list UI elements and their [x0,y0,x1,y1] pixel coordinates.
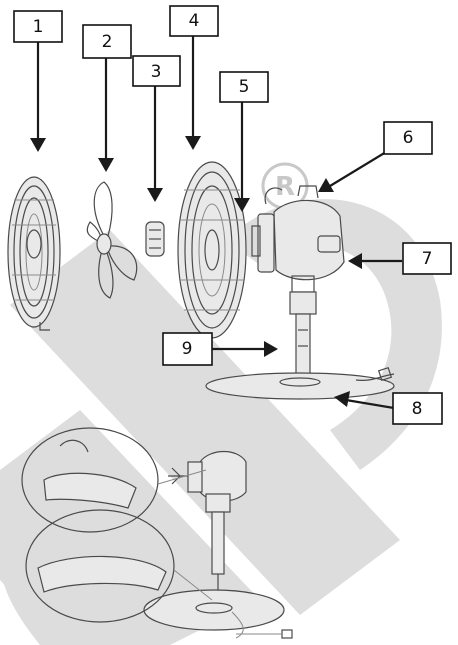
part-label-7: 7 [402,242,452,275]
part-label-5: 5 [219,71,269,103]
registered-mark-letter: R [275,172,295,202]
detail-circle-bottom [25,509,213,623]
part-number-6: 6 [403,128,414,148]
arrow-8 [345,398,395,410]
part-label-4: 4 [169,5,219,37]
watermark-arc [225,199,442,470]
part-label-1: 1 [13,10,63,43]
motor-housing-drawing [251,185,345,293]
assembled-fan-drawing [143,450,293,639]
detail-circle-top [21,427,207,533]
front-guard-drawing [177,161,247,339]
fan-blade-drawing [86,181,138,299]
part-label-6: 6 [383,121,433,155]
watermark-corner [0,470,140,645]
leader-arrows [30,36,402,410]
part-number-4: 4 [189,11,200,31]
part-number-8: 8 [412,399,423,419]
watermark-stripe-upper [10,230,400,615]
part-number-1: 1 [33,17,44,37]
spinner-cap-drawing [145,221,165,257]
part-label-2: 2 [82,24,132,59]
part-number-2: 2 [102,32,113,52]
part-number-5: 5 [239,77,250,97]
part-number-3: 3 [151,62,162,82]
part-label-3: 3 [132,55,181,87]
part-label-9: 9 [162,332,213,366]
part-label-8: 8 [392,392,443,425]
rear-guard-drawing [7,176,61,331]
part-number-7: 7 [422,249,433,269]
arrow-6 [329,151,387,187]
part-number-9: 9 [182,339,193,359]
